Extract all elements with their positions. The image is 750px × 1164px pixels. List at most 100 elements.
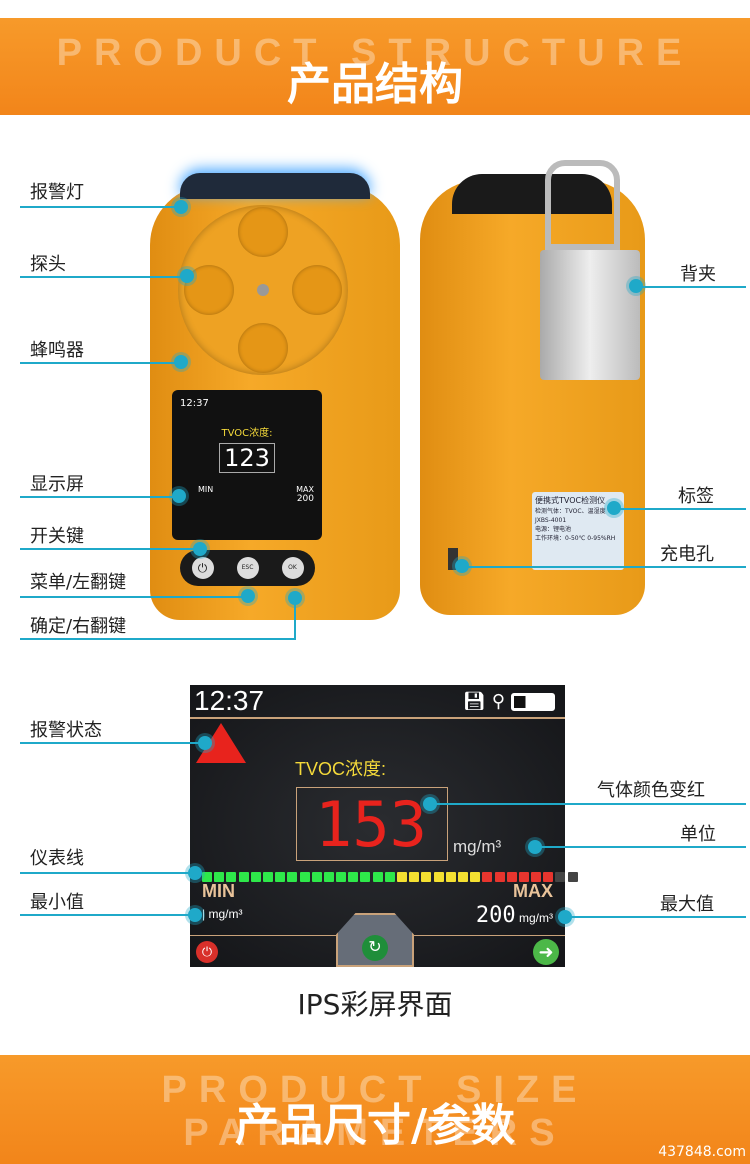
sticker-title: 便携式TVOC检测仪	[535, 496, 606, 505]
gauge-segment-green	[214, 872, 225, 882]
gauge-segment-yellow	[470, 872, 481, 882]
gauge-segment-green	[372, 872, 383, 882]
power-icon[interactable]: ⏻	[196, 941, 218, 963]
gauge-segment-green	[275, 872, 286, 882]
menu-left-button[interactable]: ESC	[236, 557, 259, 579]
gauge-segment-green	[384, 872, 395, 882]
device-time: 12:37	[180, 398, 209, 409]
screen-caption: IPS彩屏界面	[297, 988, 453, 1021]
gauge-segment-green	[250, 872, 261, 882]
callout-unit: 单位	[680, 824, 716, 845]
callout-buzzer: 蜂鸣器	[30, 340, 84, 361]
device-front: 12:37 TVOC浓度: 123 MIN MAX 200 ⏻ ESC OK	[150, 173, 400, 620]
header-banner: PRODUCT STRUCTURE 产品结构	[0, 18, 750, 115]
min-unit: mg/m³	[208, 907, 243, 921]
screen-interface: 12:37 💾︎⚲ TVOC浓度: 153 mg/m³ MIN MAX | mg…	[190, 685, 578, 967]
callout-power-key: 开关键	[30, 526, 84, 547]
max-value-group: 200 mg/m³	[476, 903, 553, 928]
callout-menu-left-key: 菜单/左翻键	[30, 572, 127, 593]
gauge-segment-yellow	[409, 872, 420, 882]
gauge-segment-green	[262, 872, 273, 882]
max-value: 200	[475, 903, 516, 928]
max-label: MAX	[513, 881, 553, 901]
battery-icon	[511, 693, 555, 712]
watermark: 437848.com	[658, 1144, 746, 1160]
device-back: 便携式TVOC检测仪 检测气体：TVOC、温湿度 JXBS-4001 电源：锂电…	[420, 160, 645, 615]
gauge-segment-green	[299, 872, 310, 882]
gauge-segment-red	[494, 872, 505, 882]
save-icon: 💾︎	[462, 691, 492, 711]
callout-back-clip: 背夹	[680, 264, 716, 285]
screen-title: TVOC浓度:	[295, 759, 387, 779]
gauge-segment-green	[336, 872, 347, 882]
gauge-segment-green	[238, 872, 249, 882]
max-unit: mg/m³	[519, 911, 553, 925]
callout-gas-color-red: 气体颜色变红	[597, 780, 705, 801]
gauge-segment-yellow	[421, 872, 432, 882]
screen-time: 12:37	[194, 685, 265, 716]
callout-alarm-status: 报警状态	[30, 720, 102, 741]
gauge-segment-green	[226, 872, 237, 882]
device-min: MIN	[198, 485, 214, 494]
gauge-segment-green	[323, 872, 334, 882]
concentration-value: 153	[296, 787, 448, 861]
device-max-value: 200	[296, 494, 314, 504]
back-clip	[540, 250, 640, 380]
gauge-segment-green	[311, 872, 322, 882]
device-title: TVOC浓度:	[221, 428, 273, 439]
product-label-sticker: 便携式TVOC检测仪 检测气体：TVOC、温湿度 JXBS-4001 电源：锂电…	[532, 492, 624, 570]
footer-banner: PRODUCT SIZE PARAMETERS 产品尺寸/参数 437848.c…	[0, 1055, 750, 1164]
device-button-bar: ⏻ ESC OK	[180, 550, 315, 586]
power-button[interactable]: ⏻	[191, 557, 214, 579]
header-title: 产品结构	[287, 59, 463, 110]
callout-gauge-line: 仪表线	[30, 848, 84, 869]
clip-ring	[545, 160, 620, 250]
gauge-segment-green	[287, 872, 298, 882]
charging-port	[448, 548, 458, 570]
gauge-segment-red	[482, 872, 493, 882]
gauge-segment-red	[506, 872, 517, 882]
callout-min-value: 最小值	[30, 892, 84, 913]
ok-right-button[interactable]: OK	[281, 557, 304, 579]
gauge-segment-red	[531, 872, 542, 882]
callout-alarm-light: 报警灯	[30, 182, 84, 203]
footer-title: 产品尺寸/参数	[234, 1100, 516, 1151]
footer-en-title: PRODUCT SIZE PARAMETERS	[161, 1069, 589, 1154]
callout-max-value: 最大值	[660, 894, 714, 915]
next-arrow-icon[interactable]: ➜	[533, 939, 559, 965]
gauge-segment-red	[518, 872, 529, 882]
gauge-segment-yellow	[433, 872, 444, 882]
gauge-segment-green	[348, 872, 359, 882]
device-display: 12:37 TVOC浓度: 123 MIN MAX 200	[172, 390, 322, 540]
gauge-segment-green	[202, 872, 212, 882]
alarm-light	[180, 173, 370, 199]
back-top-cap	[452, 174, 612, 214]
min-value: | mg/m³	[202, 907, 243, 921]
usb-icon: ⚲	[491, 691, 511, 711]
gauge-segment-green	[360, 872, 371, 882]
value-unit: mg/m³	[453, 837, 502, 856]
sticker-model: JXBS-4001	[535, 517, 567, 524]
gauge-segment-yellow	[445, 872, 456, 882]
callout-label: 标签	[678, 486, 714, 507]
gauge-segment-yellow	[397, 872, 407, 882]
header-en-title: PRODUCT STRUCTURE	[56, 32, 694, 74]
callout-charging-port: 充电孔	[660, 544, 714, 565]
device-value: 123	[219, 443, 275, 473]
sticker-line: 电源：锂电池	[535, 526, 572, 533]
device-max: MAX	[296, 485, 314, 494]
gauge-segment-red	[543, 872, 554, 882]
gauge-segment-gray	[555, 872, 566, 882]
refresh-tab[interactable]: ↻	[336, 913, 414, 967]
min-label: MIN	[202, 881, 235, 901]
status-icons: 💾︎⚲	[463, 691, 555, 712]
sticker-line: 工作环境：0-50℃ 0-95%RH	[535, 535, 616, 542]
sensor-probe	[178, 205, 348, 375]
gauge-segment-yellow	[457, 872, 468, 882]
gauge-segment-gray	[567, 872, 578, 882]
callout-ok-right-key: 确定/右翻键	[30, 616, 127, 637]
refresh-icon[interactable]: ↻	[362, 935, 388, 961]
gauge-bar	[202, 869, 580, 887]
callout-probe: 探头	[30, 254, 66, 275]
sticker-line: 检测气体：TVOC、温湿度	[535, 508, 606, 515]
